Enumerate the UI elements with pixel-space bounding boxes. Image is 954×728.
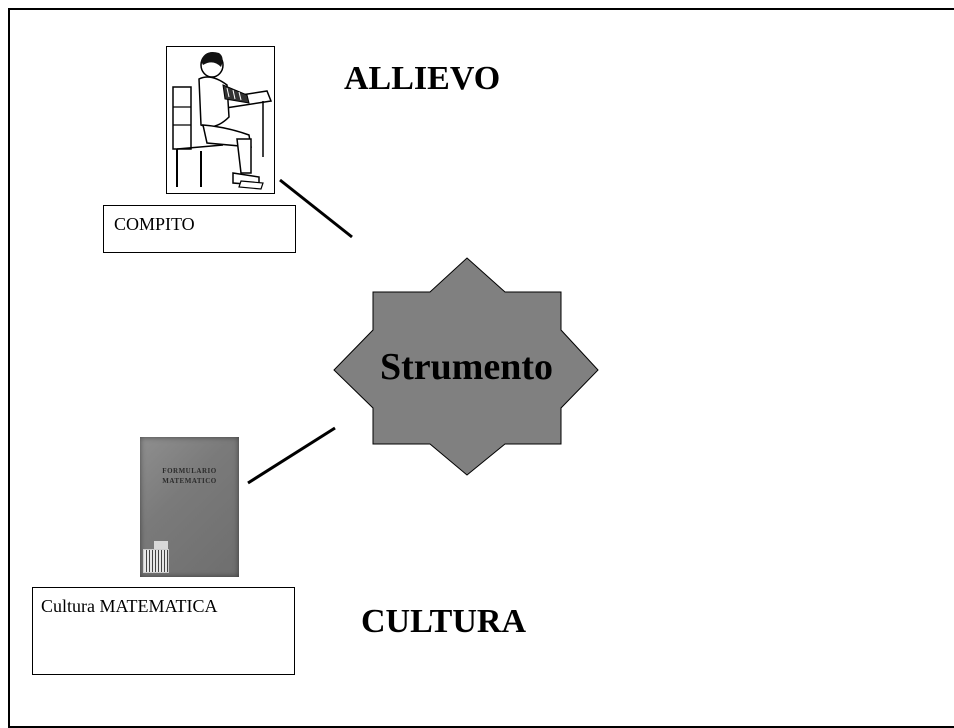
student-at-desk-icon — [166, 46, 275, 194]
connector-book-line — [247, 426, 336, 485]
caption-compito: COMPITO — [103, 205, 296, 253]
book-barcode-sticker — [143, 549, 169, 573]
book-cover-title-line2: MATEMATICO — [162, 477, 217, 485]
star-label: Strumento — [379, 346, 554, 388]
heading-cultura: CULTURA — [361, 603, 527, 640]
strumento-star-shape — [333, 257, 599, 476]
caption-cultura-matematica: Cultura MATEMATICA — [32, 587, 295, 675]
heading-allievo: ALLIEVO — [344, 60, 501, 97]
connector-student-line — [279, 178, 353, 239]
book-cover-title-line1: FORMULARIO — [162, 467, 217, 475]
book-library-label — [154, 541, 168, 549]
math-formulary-book-icon: FORMULARIO MATEMATICO — [140, 437, 239, 577]
